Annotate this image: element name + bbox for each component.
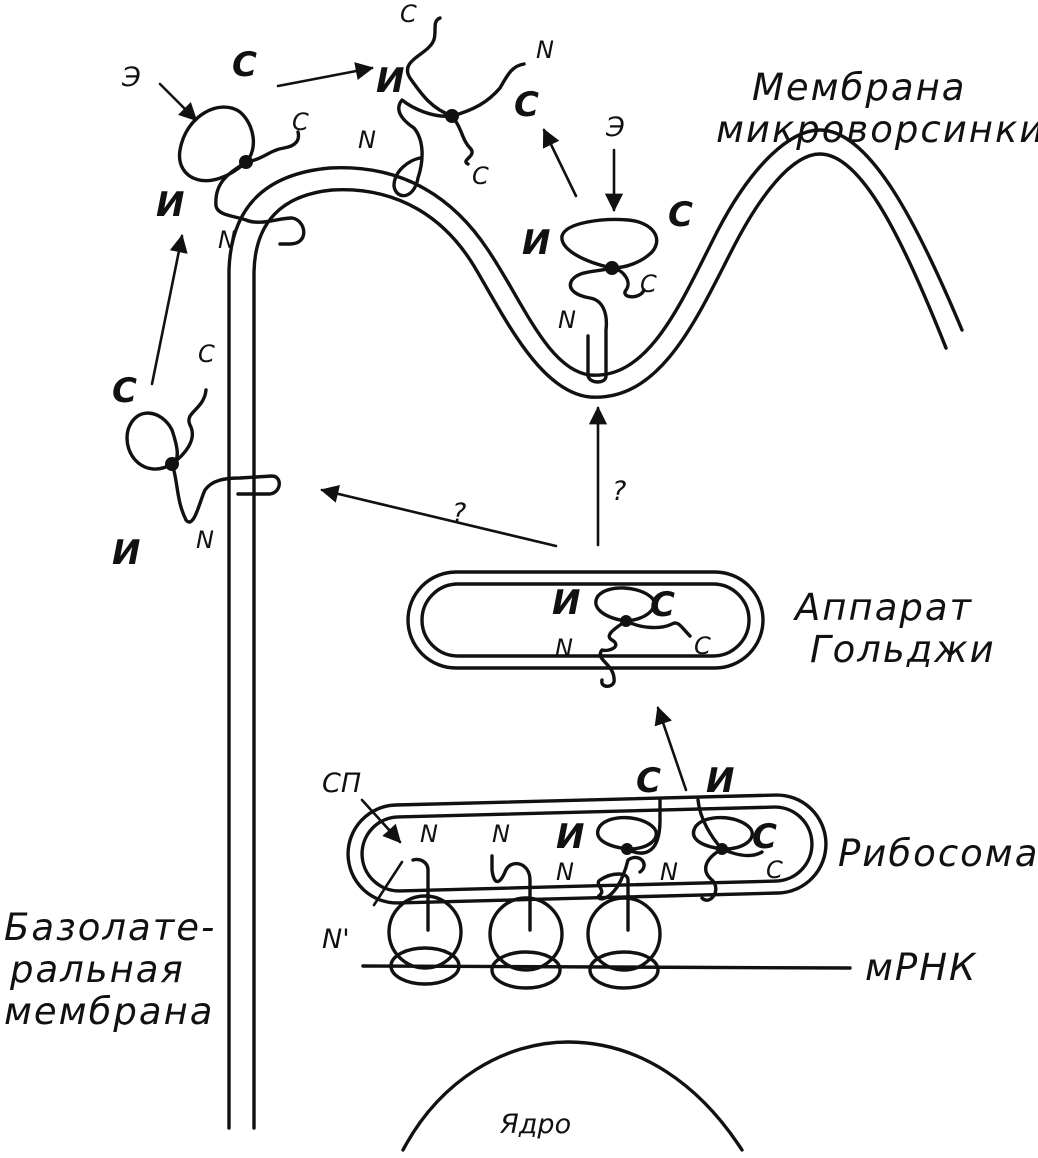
golgi-protein-loop bbox=[594, 586, 692, 688]
cell-membrane bbox=[227, 128, 964, 1130]
apical-protein-valley: Э И С C N bbox=[522, 112, 693, 384]
basolateral-isomaltase-label: И bbox=[112, 533, 140, 573]
apical-left-isomaltase-label: И bbox=[156, 185, 184, 225]
membrane-inner-line bbox=[252, 152, 948, 1130]
released-isomaltase-label: И bbox=[376, 61, 404, 101]
apical-left-junction bbox=[239, 155, 253, 169]
er-c-label: C bbox=[766, 856, 783, 884]
basolateral-n-label: N bbox=[196, 526, 214, 554]
valley-protein-loop bbox=[560, 217, 659, 270]
apical-left-n-label: N bbox=[218, 226, 236, 254]
released-protein: C И N С C N bbox=[358, 0, 554, 198]
ribosome-3-small bbox=[588, 950, 660, 990]
n-prime-pointer bbox=[372, 860, 404, 907]
er-inner bbox=[360, 805, 814, 893]
er-n1-label: N bbox=[420, 820, 438, 848]
chain-3-junction bbox=[621, 843, 633, 855]
golgi-isomaltase-label: И bbox=[552, 583, 580, 623]
basolateral-protein: С И C N bbox=[112, 340, 281, 573]
apical-left-c-label: C bbox=[292, 108, 309, 136]
transport-arrows bbox=[150, 62, 688, 792]
apical-protein-left: Э С И C N bbox=[121, 45, 309, 254]
apical-left-loop bbox=[177, 105, 256, 183]
basolateral-protein-loop bbox=[125, 411, 179, 471]
chain-3 bbox=[596, 855, 646, 932]
released-n-top-label: N bbox=[536, 36, 554, 64]
arrow-enzyme-left bbox=[158, 82, 198, 122]
golgi-sucrase-label: С bbox=[650, 585, 675, 625]
basolateral-label-line3: мембрана bbox=[4, 990, 214, 1033]
ribosome-label: Рибосома bbox=[838, 832, 1038, 875]
golgi-protein-junction bbox=[620, 615, 632, 627]
chain-4-loop bbox=[691, 798, 764, 902]
valley-sucrase-label: С bbox=[668, 195, 693, 235]
basolateral-c-label: C bbox=[198, 340, 215, 368]
ribosome-2 bbox=[488, 896, 564, 972]
er-n2-label: N bbox=[492, 820, 510, 848]
arrow-basolateral-to-apical bbox=[150, 234, 188, 386]
chain-1 bbox=[411, 857, 430, 932]
nucleus-label: Ядро bbox=[499, 1109, 571, 1140]
basolateral-sucrase-label: С bbox=[112, 371, 137, 411]
apical-left-sucrase-label: С bbox=[232, 45, 257, 85]
released-n-label: N bbox=[358, 126, 376, 154]
apical-left-chain bbox=[214, 130, 306, 246]
released-protein-junction bbox=[445, 109, 459, 123]
ribosome-3 bbox=[586, 896, 662, 972]
arrow-release bbox=[542, 128, 578, 198]
er-isomaltase-label: И bbox=[556, 817, 584, 857]
golgi-apparatus: И С C N bbox=[406, 570, 765, 688]
n-prime-label: N' bbox=[322, 924, 350, 955]
er-isomaltase-label-top: И bbox=[706, 761, 734, 801]
chain-4-junction bbox=[716, 843, 728, 855]
golgi-c-label: C bbox=[694, 632, 711, 660]
er-sucrase-label: С bbox=[752, 817, 777, 857]
golgi-label-line1: Аппарат bbox=[793, 586, 973, 629]
signal-peptide-arrow bbox=[360, 798, 402, 844]
question-apical: ? bbox=[612, 476, 626, 507]
ribosomes bbox=[387, 894, 662, 990]
microvillus-label-line1: Мембрана bbox=[752, 66, 966, 109]
basolateral-label-line2: ральная bbox=[9, 948, 185, 991]
golgi-inner bbox=[420, 582, 751, 658]
er-n4-label: N bbox=[660, 858, 678, 886]
basolateral-label-line1: Базолате- bbox=[4, 906, 216, 949]
valley-protein-junction bbox=[605, 261, 619, 275]
mrna-strand bbox=[361, 964, 852, 970]
membrane-outer-line bbox=[227, 128, 964, 1130]
ribosome-1 bbox=[387, 894, 463, 970]
mrna-label: мРНК bbox=[865, 946, 977, 989]
arrow-top-left-to-right bbox=[276, 62, 374, 88]
enzyme-label-left: Э bbox=[121, 62, 141, 93]
valley-protein-chain bbox=[568, 266, 646, 384]
released-c-label: C bbox=[472, 162, 489, 190]
endoplasmic-reticulum bbox=[346, 793, 828, 905]
question-basolateral: ? bbox=[452, 498, 466, 529]
ribosome-2-small bbox=[490, 950, 562, 990]
nucleus-outline bbox=[401, 1040, 744, 1152]
golgi-outer bbox=[406, 570, 765, 670]
valley-c-label: C bbox=[640, 270, 657, 298]
basolateral-protein-junction bbox=[165, 457, 179, 471]
released-top-c-label: C bbox=[400, 0, 417, 28]
released-sucrase-label: С bbox=[514, 85, 539, 125]
arrow-er-to-golgi bbox=[654, 706, 688, 792]
signal-peptide-label: СП bbox=[322, 768, 361, 799]
microvillus-label-line2: микроворсинки bbox=[716, 108, 1038, 151]
released-protein-chain bbox=[392, 16, 526, 198]
valley-n-label: N bbox=[558, 306, 576, 334]
er-n3-label: N bbox=[556, 858, 574, 886]
golgi-label-line2: Гольджи bbox=[810, 628, 996, 671]
golgi-n-label: N bbox=[555, 634, 573, 662]
enzyme-label-right: Э bbox=[605, 112, 625, 143]
arrow-golgi-to-basolateral bbox=[320, 484, 558, 548]
nascent-chains bbox=[411, 798, 764, 932]
valley-isomaltase-label: И bbox=[522, 223, 550, 263]
er-outer bbox=[346, 793, 828, 905]
basolateral-protein-chain bbox=[170, 388, 281, 524]
chain-2 bbox=[490, 854, 532, 932]
er-sucrase-label-top: С bbox=[636, 761, 661, 801]
